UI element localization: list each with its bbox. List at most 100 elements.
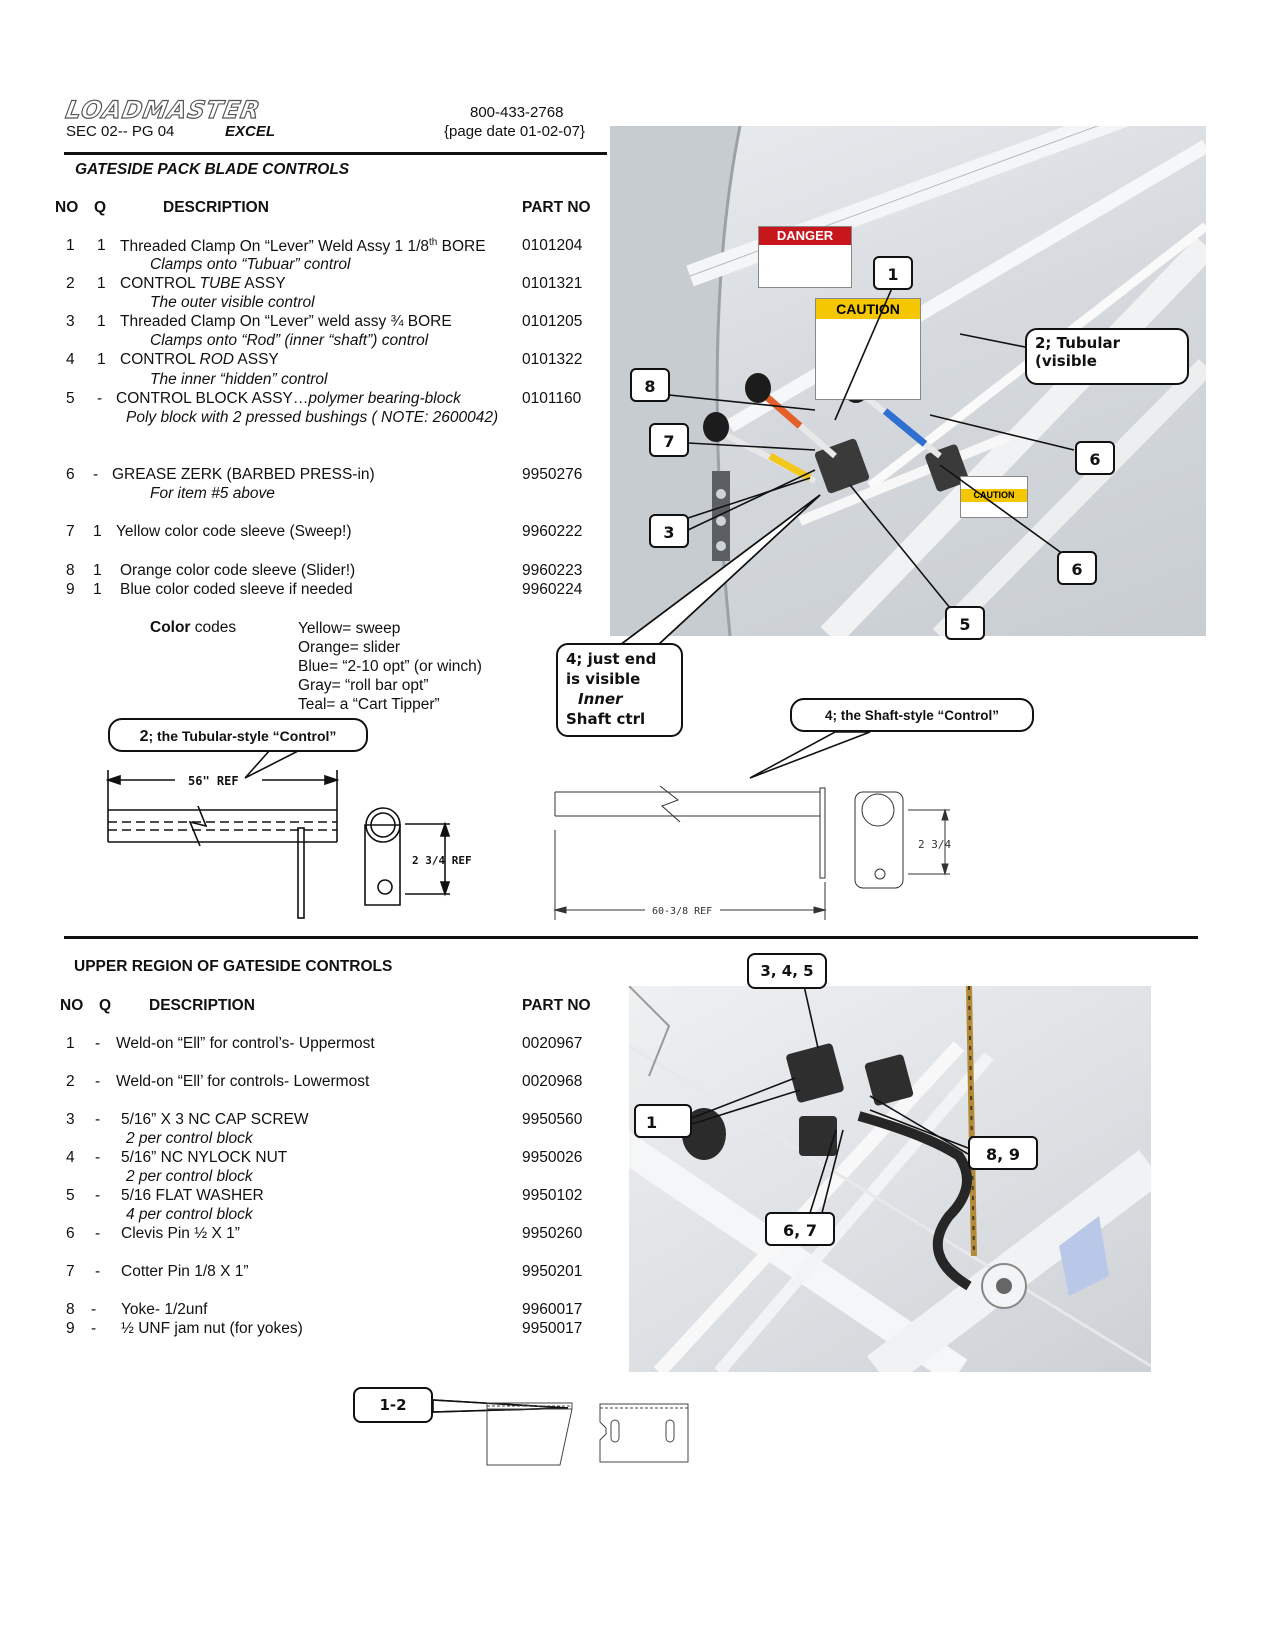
item-part: 9950017 (522, 1320, 583, 1337)
col-description: DESCRIPTION (163, 199, 269, 216)
item-sub: For item #5 above (150, 485, 275, 502)
item-no: 3 (66, 313, 75, 330)
color-code: Blue= “2-10 opt” (or winch) (298, 658, 482, 675)
item-desc: Weld-on “Ell’ for controls- Lowermost (116, 1073, 370, 1090)
item-qty: 1 (97, 237, 106, 254)
item-no: 7 (66, 523, 75, 540)
item-no: 4 (66, 1149, 75, 1166)
item-qty: 1 (93, 523, 102, 540)
item-no: 9 (66, 581, 75, 598)
callout-1: 1 (634, 1104, 692, 1138)
item-part: 9950102 (522, 1187, 583, 1204)
color-codes-list: Yellow= sweep Orange= slider Blue= “2-10… (298, 619, 482, 714)
item-no: 6 (66, 466, 75, 483)
item-part: 0101205 (522, 313, 583, 330)
item-qty: - (95, 1035, 101, 1052)
item-desc: Yellow color code sleeve (Sweep!) (116, 523, 352, 540)
item-part: 0101321 (522, 275, 583, 292)
item-qty: - (95, 1149, 101, 1166)
caution-decal-small: CAUTION (960, 476, 1028, 518)
upper-controls-photo (629, 986, 1151, 1372)
danger-label: DANGER (759, 227, 851, 245)
item-desc: 5/16 FLAT WASHER (121, 1187, 264, 1204)
callout-3: 3 (649, 514, 689, 548)
danger-decal: DANGER (758, 226, 852, 288)
item-qty: - (95, 1111, 101, 1128)
callout-4-line: 4; just end (566, 650, 657, 668)
callout-2-tubular: 2; Tubular (visible (1025, 328, 1189, 385)
item-desc: 5/16” NC NYLOCK NUT (121, 1149, 288, 1166)
item-no: 1 (66, 237, 75, 254)
col-q: Q (99, 997, 112, 1014)
callout-1: 1 (873, 256, 913, 290)
item-part: 9960223 (522, 562, 583, 579)
item-no: 2 (66, 1073, 75, 1090)
item-sub: 2 per control block (126, 1130, 253, 1147)
item-qty: 1 (93, 562, 102, 579)
photo2-illustration (629, 986, 1151, 1372)
item-part: 0101322 (522, 351, 583, 368)
callout-5: 5 (945, 606, 985, 640)
item-sub: The inner “hidden” control (150, 371, 328, 388)
color-code: Teal= a “Cart Tipper” (298, 696, 440, 713)
item-part: 0020967 (522, 1035, 583, 1052)
shaft-length-dim: 60-3/8 REF (652, 906, 712, 917)
color-codes-label: Color codes (150, 619, 237, 636)
item-no: 5 (66, 1187, 75, 1204)
item-qty: 1 (97, 313, 106, 330)
item-part: 9950260 (522, 1225, 583, 1242)
col-part-no: PART NO (522, 199, 591, 216)
item-no: 3 (66, 1111, 75, 1128)
col-description: DESCRIPTION (149, 997, 255, 1014)
section-divider (64, 936, 1198, 939)
item-desc: Clevis Pin ½ X 1” (121, 1225, 240, 1242)
item-part: 9950560 (522, 1111, 583, 1128)
callout-8-9: 8, 9 (968, 1136, 1038, 1170)
item-part: 9960017 (522, 1301, 583, 1318)
item-no: 8 (66, 1301, 75, 1318)
item-qty: - (93, 466, 99, 483)
tube-height-dim: 2 3/4 REF (412, 854, 472, 867)
item-part: 9950276 (522, 466, 583, 483)
section2-title: UPPER REGION OF GATESIDE CONTROLS (74, 958, 393, 975)
item-desc: ½ UNF jam nut (for yokes) (121, 1320, 303, 1337)
callout-4-line: Shaft ctrl (566, 710, 646, 728)
item-desc: Cotter Pin 1/8 X 1” (121, 1263, 249, 1280)
item-desc: CONTROL BLOCK ASSY…polymer bearing-block (116, 390, 461, 407)
callout-tubular-style: 2; the Tubular-style “Control” (108, 718, 368, 752)
item-part: 0101160 (522, 390, 582, 407)
callout-4-line: is visible (566, 670, 641, 688)
item-sub: Poly block with 2 pressed bushings ( NOT… (126, 409, 499, 426)
header-rule (64, 152, 607, 155)
callout-6-lower: 6 (1057, 551, 1097, 585)
item-desc: CONTROL TUBE ASSY (120, 275, 286, 292)
callout-1-2: 1-2 (353, 1387, 433, 1423)
item-desc: 5/16” X 3 NC CAP SCREW (121, 1111, 309, 1128)
item-qty: - (91, 1320, 97, 1337)
item-no: 6 (66, 1225, 75, 1242)
model-name: EXCEL (225, 123, 276, 140)
item-qty: - (91, 1301, 97, 1318)
phone-number: 800-433-2768 (470, 104, 564, 121)
callout-4-line: Inner (578, 690, 623, 708)
item-desc: Blue color coded sleeve if needed (120, 581, 353, 598)
callout-7: 7 (649, 423, 689, 457)
item-no: 8 (66, 562, 75, 579)
item-desc: Yoke- 1/2unf (121, 1301, 208, 1318)
item-desc: Weld-on “Ell” for control’s- Uppermost (116, 1035, 375, 1052)
item-no: 9 (66, 1320, 75, 1337)
item-desc: Threaded Clamp On “Lever” weld assy ¾ BO… (120, 313, 452, 330)
item-desc: Threaded Clamp On “Lever” Weld Assy 1 1/… (120, 237, 486, 256)
section-page: SEC 02-- PG 04 (66, 123, 175, 140)
item-desc: Orange color code sleeve (Slider!) (120, 562, 356, 579)
item-qty: - (97, 390, 103, 407)
item-part: 9950026 (522, 1149, 583, 1166)
item-sub: Clamps onto “Rod” (inner “shaft”) contro… (150, 332, 429, 349)
item-qty: - (95, 1263, 101, 1280)
callout-8: 8 (630, 368, 670, 402)
color-code: Orange= slider (298, 639, 401, 656)
